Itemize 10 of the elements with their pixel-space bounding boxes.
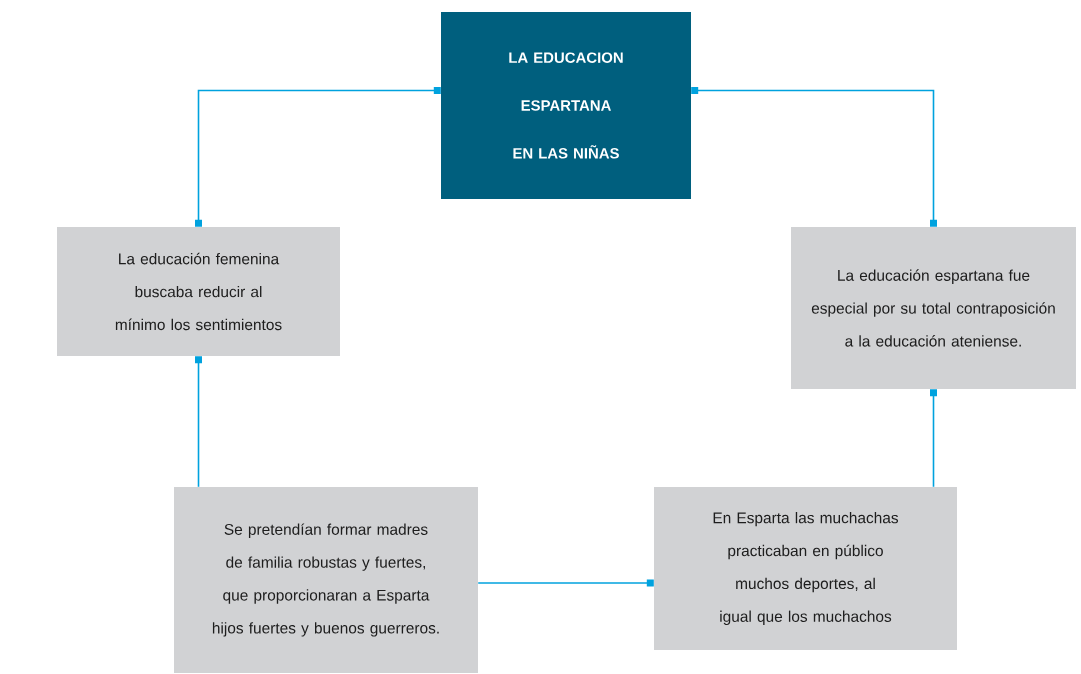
connector (930, 389, 937, 488)
connector (195, 87, 441, 227)
connector (477, 579, 654, 587)
connector (691, 87, 937, 227)
connector (195, 356, 202, 488)
text-box: Se pretendían formar madres de familia robustas y fuertes, que proporcionaran a Esparta hijos fuertes y buenos guerreros. (174, 487, 478, 673)
text-box: La educación femenina buscaba reducir al mínimo los sentimientos (57, 227, 340, 356)
title-box: LA EDUCACION ESPARTANA EN LAS NIÑAS (441, 12, 691, 199)
text-box: La educación espartana fue especial por su total contraposición a la educación ateniense. (791, 227, 1076, 389)
text-box: En Esparta las muchachas practicaban en público muchos deportes, al igual que los muchachos (654, 487, 957, 650)
